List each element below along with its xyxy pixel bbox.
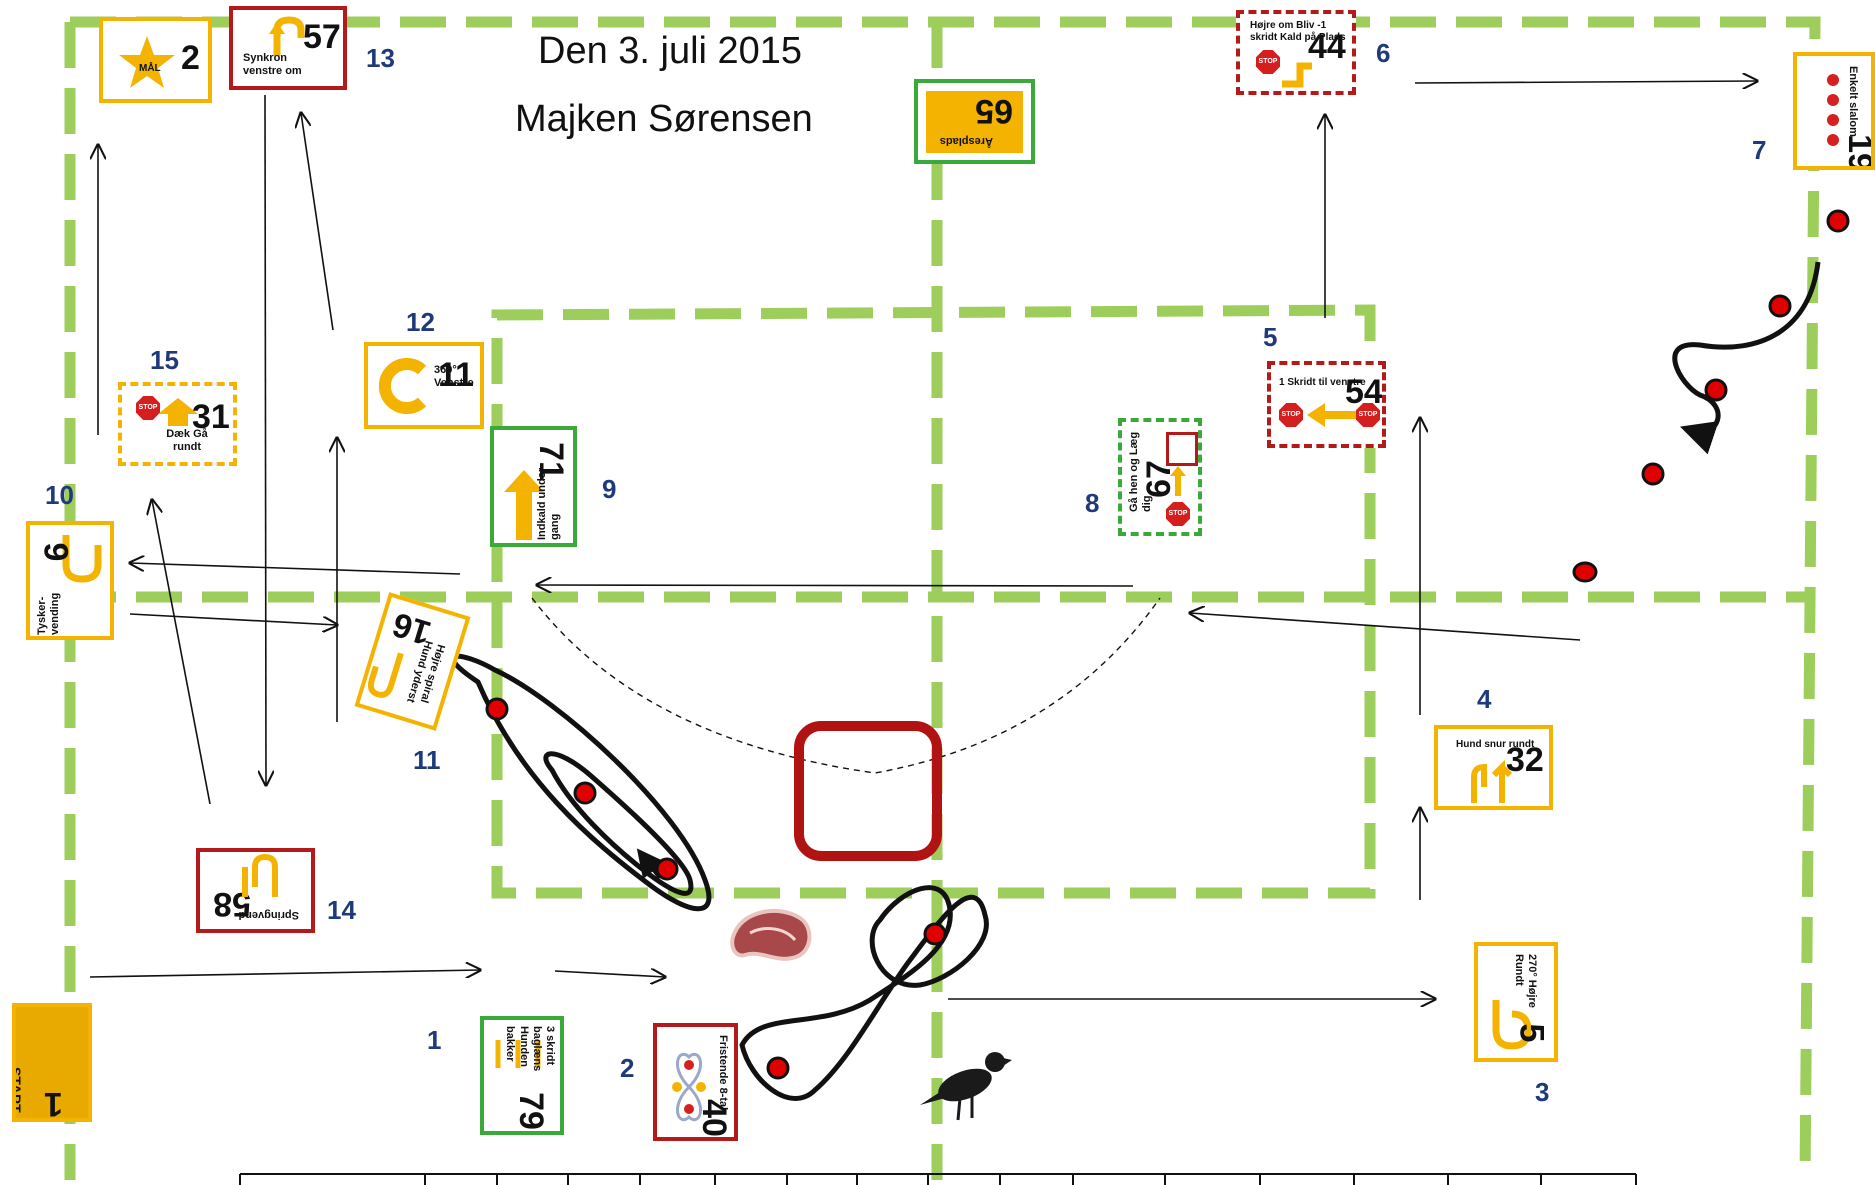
route-arrow bbox=[130, 614, 337, 625]
sign-19: Enkelt slalom 19 bbox=[1793, 52, 1875, 170]
station-label-7: 7 bbox=[1752, 135, 1766, 166]
sign-32: Hund snur rundt 32 bbox=[1434, 725, 1553, 810]
route-arrow bbox=[301, 113, 333, 330]
sign-start-text: START bbox=[12, 1067, 24, 1113]
jump-turn-icon bbox=[235, 853, 285, 897]
sign-44-number: 44 bbox=[1308, 30, 1346, 64]
sign-54-number: 54 bbox=[1345, 375, 1383, 409]
sign-40-number: 40 bbox=[697, 1099, 731, 1137]
sign-40: Fristende 8-tal 40 bbox=[653, 1023, 738, 1141]
sign-finish-text: MÅL bbox=[139, 63, 161, 75]
route-arrows bbox=[90, 81, 1757, 999]
sign-57-number: 57 bbox=[303, 20, 341, 54]
cone-marker bbox=[1574, 563, 1596, 581]
station-label-3: 3 bbox=[1535, 1077, 1549, 1108]
sign-65-number: 65 bbox=[975, 94, 1013, 128]
sign-79-text: 3 skridt baglæns Hunden bakker bbox=[503, 1026, 556, 1096]
up-arrow-icon bbox=[1170, 466, 1186, 496]
cone-marker bbox=[1643, 464, 1663, 484]
route-arrow bbox=[1190, 613, 1580, 640]
sign-31-text: Dæk Gå rundt bbox=[152, 428, 222, 454]
station-label-5: 5 bbox=[1263, 322, 1277, 353]
sign-31: STOP 31 Dæk Gå rundt bbox=[118, 382, 237, 466]
route-arrow bbox=[555, 971, 665, 977]
sign-19-text: Enkelt slalom bbox=[1846, 66, 1859, 137]
sign-54: 1 Skridt til venstre STOP STOP 54 bbox=[1267, 361, 1386, 448]
station-label-2: 2 bbox=[620, 1053, 634, 1084]
sign-finish-number: 2 bbox=[181, 41, 200, 75]
sign-19-number: 19 bbox=[1843, 134, 1875, 170]
sign-79: 3 skridt baglæns Hunden bakker 79 bbox=[480, 1016, 564, 1135]
station-label-13: 13 bbox=[366, 43, 395, 74]
sign-9-number: 9 bbox=[38, 543, 72, 562]
sign-11-number: 11 bbox=[438, 358, 474, 392]
sign-44: Højre om Bliv -1 skridt Kald på Plads ST… bbox=[1236, 10, 1356, 95]
cone-marker bbox=[657, 859, 677, 879]
stop-icon: STOP bbox=[1279, 403, 1303, 427]
cone-markers bbox=[487, 211, 1848, 1078]
steak-distraction bbox=[732, 911, 809, 959]
sign-9-text: Tysker-vending bbox=[36, 575, 62, 635]
spiral-icon bbox=[363, 646, 406, 703]
station-label-1: 1 bbox=[427, 1025, 441, 1056]
route-arrow bbox=[537, 585, 1133, 586]
sign-32-number: 32 bbox=[1506, 743, 1544, 777]
route-arrow bbox=[1415, 81, 1757, 83]
sign-71-number: 71 bbox=[534, 442, 568, 480]
station-label-14: 14 bbox=[327, 895, 356, 926]
sign-11: 360° Venstre 11 bbox=[364, 342, 484, 429]
cone-marker bbox=[1828, 211, 1848, 231]
cone-marker bbox=[768, 1058, 788, 1078]
station-label-6: 6 bbox=[1376, 38, 1390, 69]
sign-57: 57 Synkron venstre om bbox=[229, 6, 347, 90]
dashed-path bbox=[532, 598, 1160, 773]
stop-icon: STOP bbox=[1166, 502, 1190, 526]
sign-79-number: 79 bbox=[514, 1092, 548, 1130]
station-label-9: 9 bbox=[602, 474, 616, 505]
sign-5-number: 5 bbox=[1514, 1024, 1548, 1043]
route-arrow bbox=[90, 970, 480, 977]
stop-icon: STOP bbox=[136, 396, 160, 420]
red-square-obstacle bbox=[799, 726, 937, 856]
station-label-4: 4 bbox=[1477, 684, 1491, 715]
stop-icon: STOP bbox=[1256, 50, 1280, 74]
cone-marker bbox=[1770, 296, 1790, 316]
sign-65-text: Åresplads bbox=[940, 134, 993, 147]
sign-57-text: Synkron venstre om bbox=[243, 52, 323, 78]
sign-9: 9 Tysker-vending bbox=[26, 521, 114, 640]
handler-name: Majken Sørensen bbox=[515, 98, 813, 141]
sign-58: Springvend 58 bbox=[196, 848, 315, 933]
sign-5: 270° Højre Rundt 5 bbox=[1474, 942, 1558, 1062]
course-date: Den 3. juli 2015 bbox=[538, 30, 802, 73]
route-arrow bbox=[152, 500, 210, 804]
station-label-12: 12 bbox=[406, 307, 435, 338]
cone-marker bbox=[575, 783, 595, 803]
sign-start-number: 1 bbox=[44, 1087, 63, 1121]
route-arrow bbox=[130, 563, 460, 574]
slalom-path bbox=[1675, 262, 1818, 432]
target-square-icon bbox=[1166, 432, 1198, 466]
star-icon bbox=[117, 34, 177, 90]
sign-67: Gå hen og Læg dig 67 STOP bbox=[1118, 418, 1202, 536]
route-arrow bbox=[265, 95, 266, 785]
station-label-8: 8 bbox=[1085, 488, 1099, 519]
sign-finish: MÅL 2 bbox=[99, 17, 212, 103]
sign-71: Indkald under gang 71 bbox=[490, 426, 577, 547]
sign-start: START 1 bbox=[12, 1003, 92, 1122]
station-label-15: 15 bbox=[150, 345, 179, 376]
cone-marker bbox=[1706, 380, 1726, 400]
cone-marker bbox=[487, 699, 507, 719]
station-label-11: 11 bbox=[413, 745, 441, 776]
circle-turn-icon bbox=[378, 356, 438, 416]
cone-marker bbox=[925, 924, 945, 944]
sign-65: Åresplads 65 bbox=[914, 79, 1035, 164]
station-label-10: 10 bbox=[45, 480, 74, 511]
